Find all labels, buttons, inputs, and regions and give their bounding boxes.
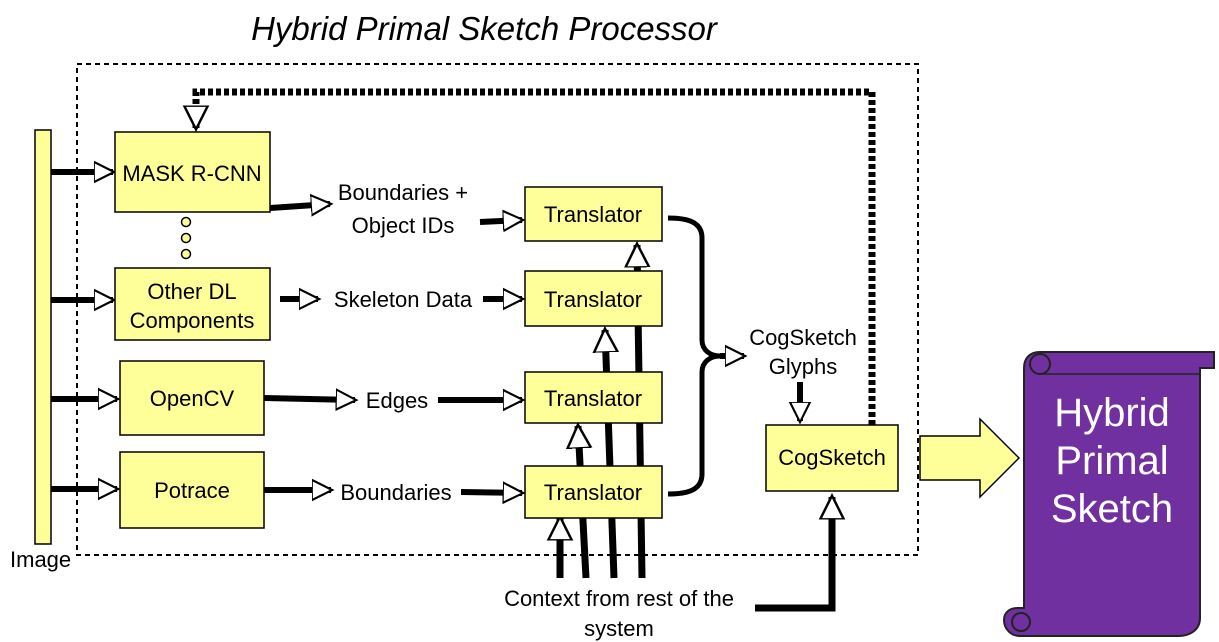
translator-box-4: Translator (524, 465, 663, 519)
cogsketch-glyphs-label-line1: CogSketch (749, 325, 857, 350)
mask-rcnn-label: MASK R-CNN (122, 161, 261, 186)
opencv-box: OpenCV (119, 360, 265, 436)
skeleton-data-label: Skeleton Data (334, 287, 473, 312)
arrow-to-translator-4 (460, 492, 522, 493)
translator-label-1: Translator (544, 202, 642, 227)
result-label-line1: Hybrid (1054, 391, 1170, 435)
cogsketch-label: CogSketch (778, 445, 886, 470)
context-label-line1: Context from rest of the (504, 586, 734, 611)
cogsketch-box: CogSketch (765, 424, 899, 492)
potrace-label: Potrace (154, 478, 230, 503)
boundaries-ids-label-line2: Object IDs (352, 213, 455, 238)
translator-label-3: Translator (544, 386, 642, 411)
context-to-cogsketch-arrow (755, 497, 832, 612)
translator-box-2: Translator (524, 270, 663, 327)
arrow-maskrcnn-output (269, 204, 330, 208)
context-arrow-3 (605, 330, 614, 579)
mask-rcnn-box: MASK R-CNN (114, 131, 271, 213)
other-dl-box: Other DL Components (114, 267, 271, 341)
translator-box-3: Translator (524, 371, 663, 424)
hybrid-primal-sketch-scroll: Hybrid Primal Sketch (1002, 351, 1215, 637)
merge-brace (667, 215, 721, 497)
translator-label-2: Translator (544, 287, 642, 312)
output-arrow (919, 417, 1021, 499)
translator-label-4: Translator (544, 480, 642, 505)
image-label: Image (10, 547, 71, 572)
result-label-line2: Primal (1055, 439, 1168, 483)
boundaries-ids-label-line1: Boundaries + (338, 180, 468, 205)
other-dl-label-line2: Components (130, 308, 255, 333)
boundaries-label: Boundaries (340, 480, 451, 505)
edges-label: Edges (366, 388, 428, 413)
result-label-line3: Sketch (1051, 487, 1173, 531)
arrow-opencv-output (263, 398, 355, 400)
feedback-arrow (196, 88, 876, 425)
other-dl-label-line1: Other DL (147, 279, 236, 304)
cogsketch-glyphs-label-line2: Glyphs (769, 354, 837, 379)
potrace-box: Potrace (119, 451, 265, 529)
ellipsis-dots (180, 216, 192, 260)
image-bar (34, 129, 52, 545)
opencv-label: OpenCV (150, 386, 235, 411)
arrow-to-translator-1 (479, 220, 522, 222)
context-label-line2: system (584, 616, 654, 641)
diagram-title: Hybrid Primal Sketch Processor (251, 10, 719, 47)
translator-box-1: Translator (524, 186, 663, 242)
